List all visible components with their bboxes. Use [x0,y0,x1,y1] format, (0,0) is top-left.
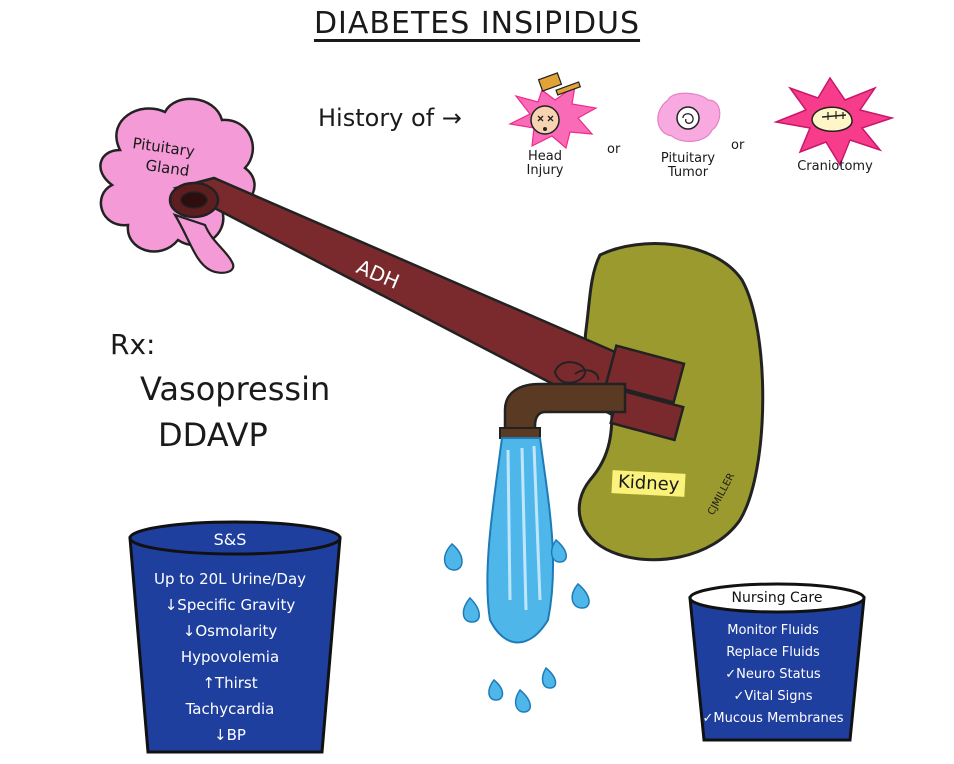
kidney-label: Kidney [611,470,686,497]
ss-list: Up to 20L Urine/Day ↓Specific Gravity ↓O… [138,566,322,748]
ss-title: S&S [213,530,247,549]
nursing-item: Replace Fluids [726,645,820,660]
head-injury-caption: Head Injury [526,149,564,178]
or-separator-2: or [731,138,745,153]
ss-item: ↓BP [214,726,246,744]
head-injury-icon [508,72,598,150]
page-title: DIABETES INSIPIDUS [313,6,641,41]
ss-item: ↓Osmolarity [182,622,278,640]
ss-item: Up to 20L Urine/Day [153,570,307,588]
or-separator-1: or [607,142,621,157]
pituitary-label-2: Gland [144,156,190,180]
nursing-item: ✓Neuro Status [725,667,821,682]
nursing-item: ✓Vital Signs [733,689,813,704]
nursing-bucket [688,582,866,742]
ss-item: ↑Thirst [202,674,258,692]
drug-vasopressin: Vasopressin [140,370,331,408]
faucet [499,382,627,439]
ss-item: Tachycardia [185,700,275,718]
pituitary-tumor-icon [657,92,721,142]
ss-bucket [128,520,342,754]
rx-label: Rx: [110,328,156,361]
nursing-care-list: Monitor Fluids Replace Fluids ✓Neuro Sta… [694,620,852,730]
drug-ddavp: DDAVP [158,416,268,454]
ss-item: Hypovolemia [180,648,280,666]
pituitary-tumor-caption: Pituitary Tumor [660,151,716,180]
nursing-care-title: Nursing Care [731,590,823,606]
water-stream [443,437,590,713]
craniotomy-caption: Craniotomy [797,159,873,174]
craniotomy-burst [773,76,895,167]
nursing-item: Monitor Fluids [727,623,819,638]
nursing-item: ✓Mucous Membranes [702,711,844,726]
ss-item: ↓Specific Gravity [164,596,296,614]
history-label: History of → [318,104,462,132]
